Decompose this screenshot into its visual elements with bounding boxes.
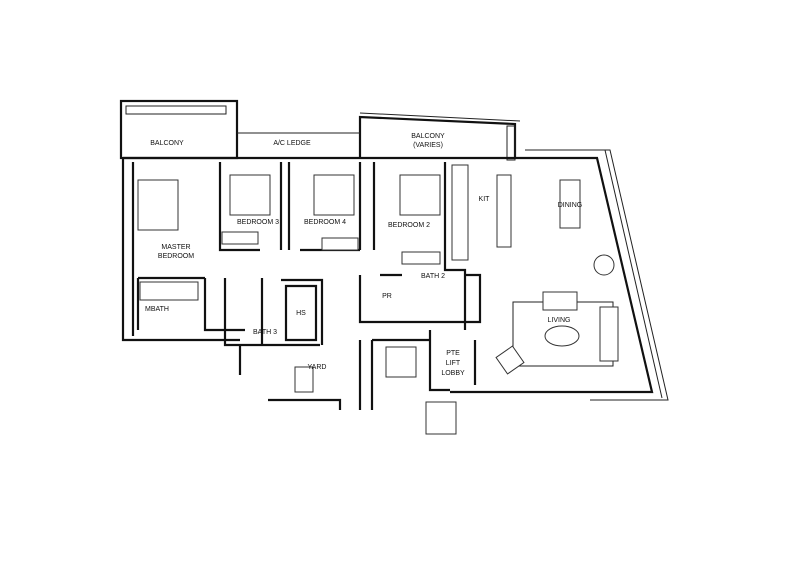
label-yard: YARD xyxy=(308,364,327,371)
balcony-right xyxy=(358,112,521,161)
furniture xyxy=(137,164,619,435)
label-ac-ledge: A/C LEDGE xyxy=(273,140,311,147)
label-dining: DINING xyxy=(558,202,583,209)
label-master-bedroom-1: MASTER xyxy=(161,244,190,251)
label-kitchen: KIT xyxy=(479,196,491,203)
label-lobby-2: LIFT xyxy=(446,360,461,367)
label-lobby-1: PTE xyxy=(446,350,460,357)
label-lobby-3: LOBBY xyxy=(441,370,465,377)
label-bedroom3: BEDROOM 3 xyxy=(237,219,279,226)
label-bath3: BATH 3 xyxy=(253,329,277,336)
interior-walls xyxy=(136,162,482,410)
label-mbath: MBATH xyxy=(145,306,169,313)
label-balcony-left: BALCONY xyxy=(150,140,184,147)
washing-machine xyxy=(294,366,314,393)
label-master-bedroom-2: BEDROOM xyxy=(158,253,194,260)
label-balcony-right-note: (VARIES) xyxy=(413,142,443,149)
label-balcony-right: BALCONY xyxy=(411,133,445,140)
label-pr: PR xyxy=(382,293,392,300)
label-bedroom2: BEDROOM 2 xyxy=(388,222,430,229)
label-living: LIVING xyxy=(548,317,571,324)
room-labels: BALCONY A/C LEDGE BALCONY (VARIES) KIT D… xyxy=(145,133,582,377)
label-bedroom4: BEDROOM 4 xyxy=(304,219,346,226)
label-hs: HS xyxy=(296,310,306,317)
exterior-walls xyxy=(121,149,669,401)
balcony-left xyxy=(119,99,239,160)
label-bath2: BATH 2 xyxy=(421,273,445,280)
